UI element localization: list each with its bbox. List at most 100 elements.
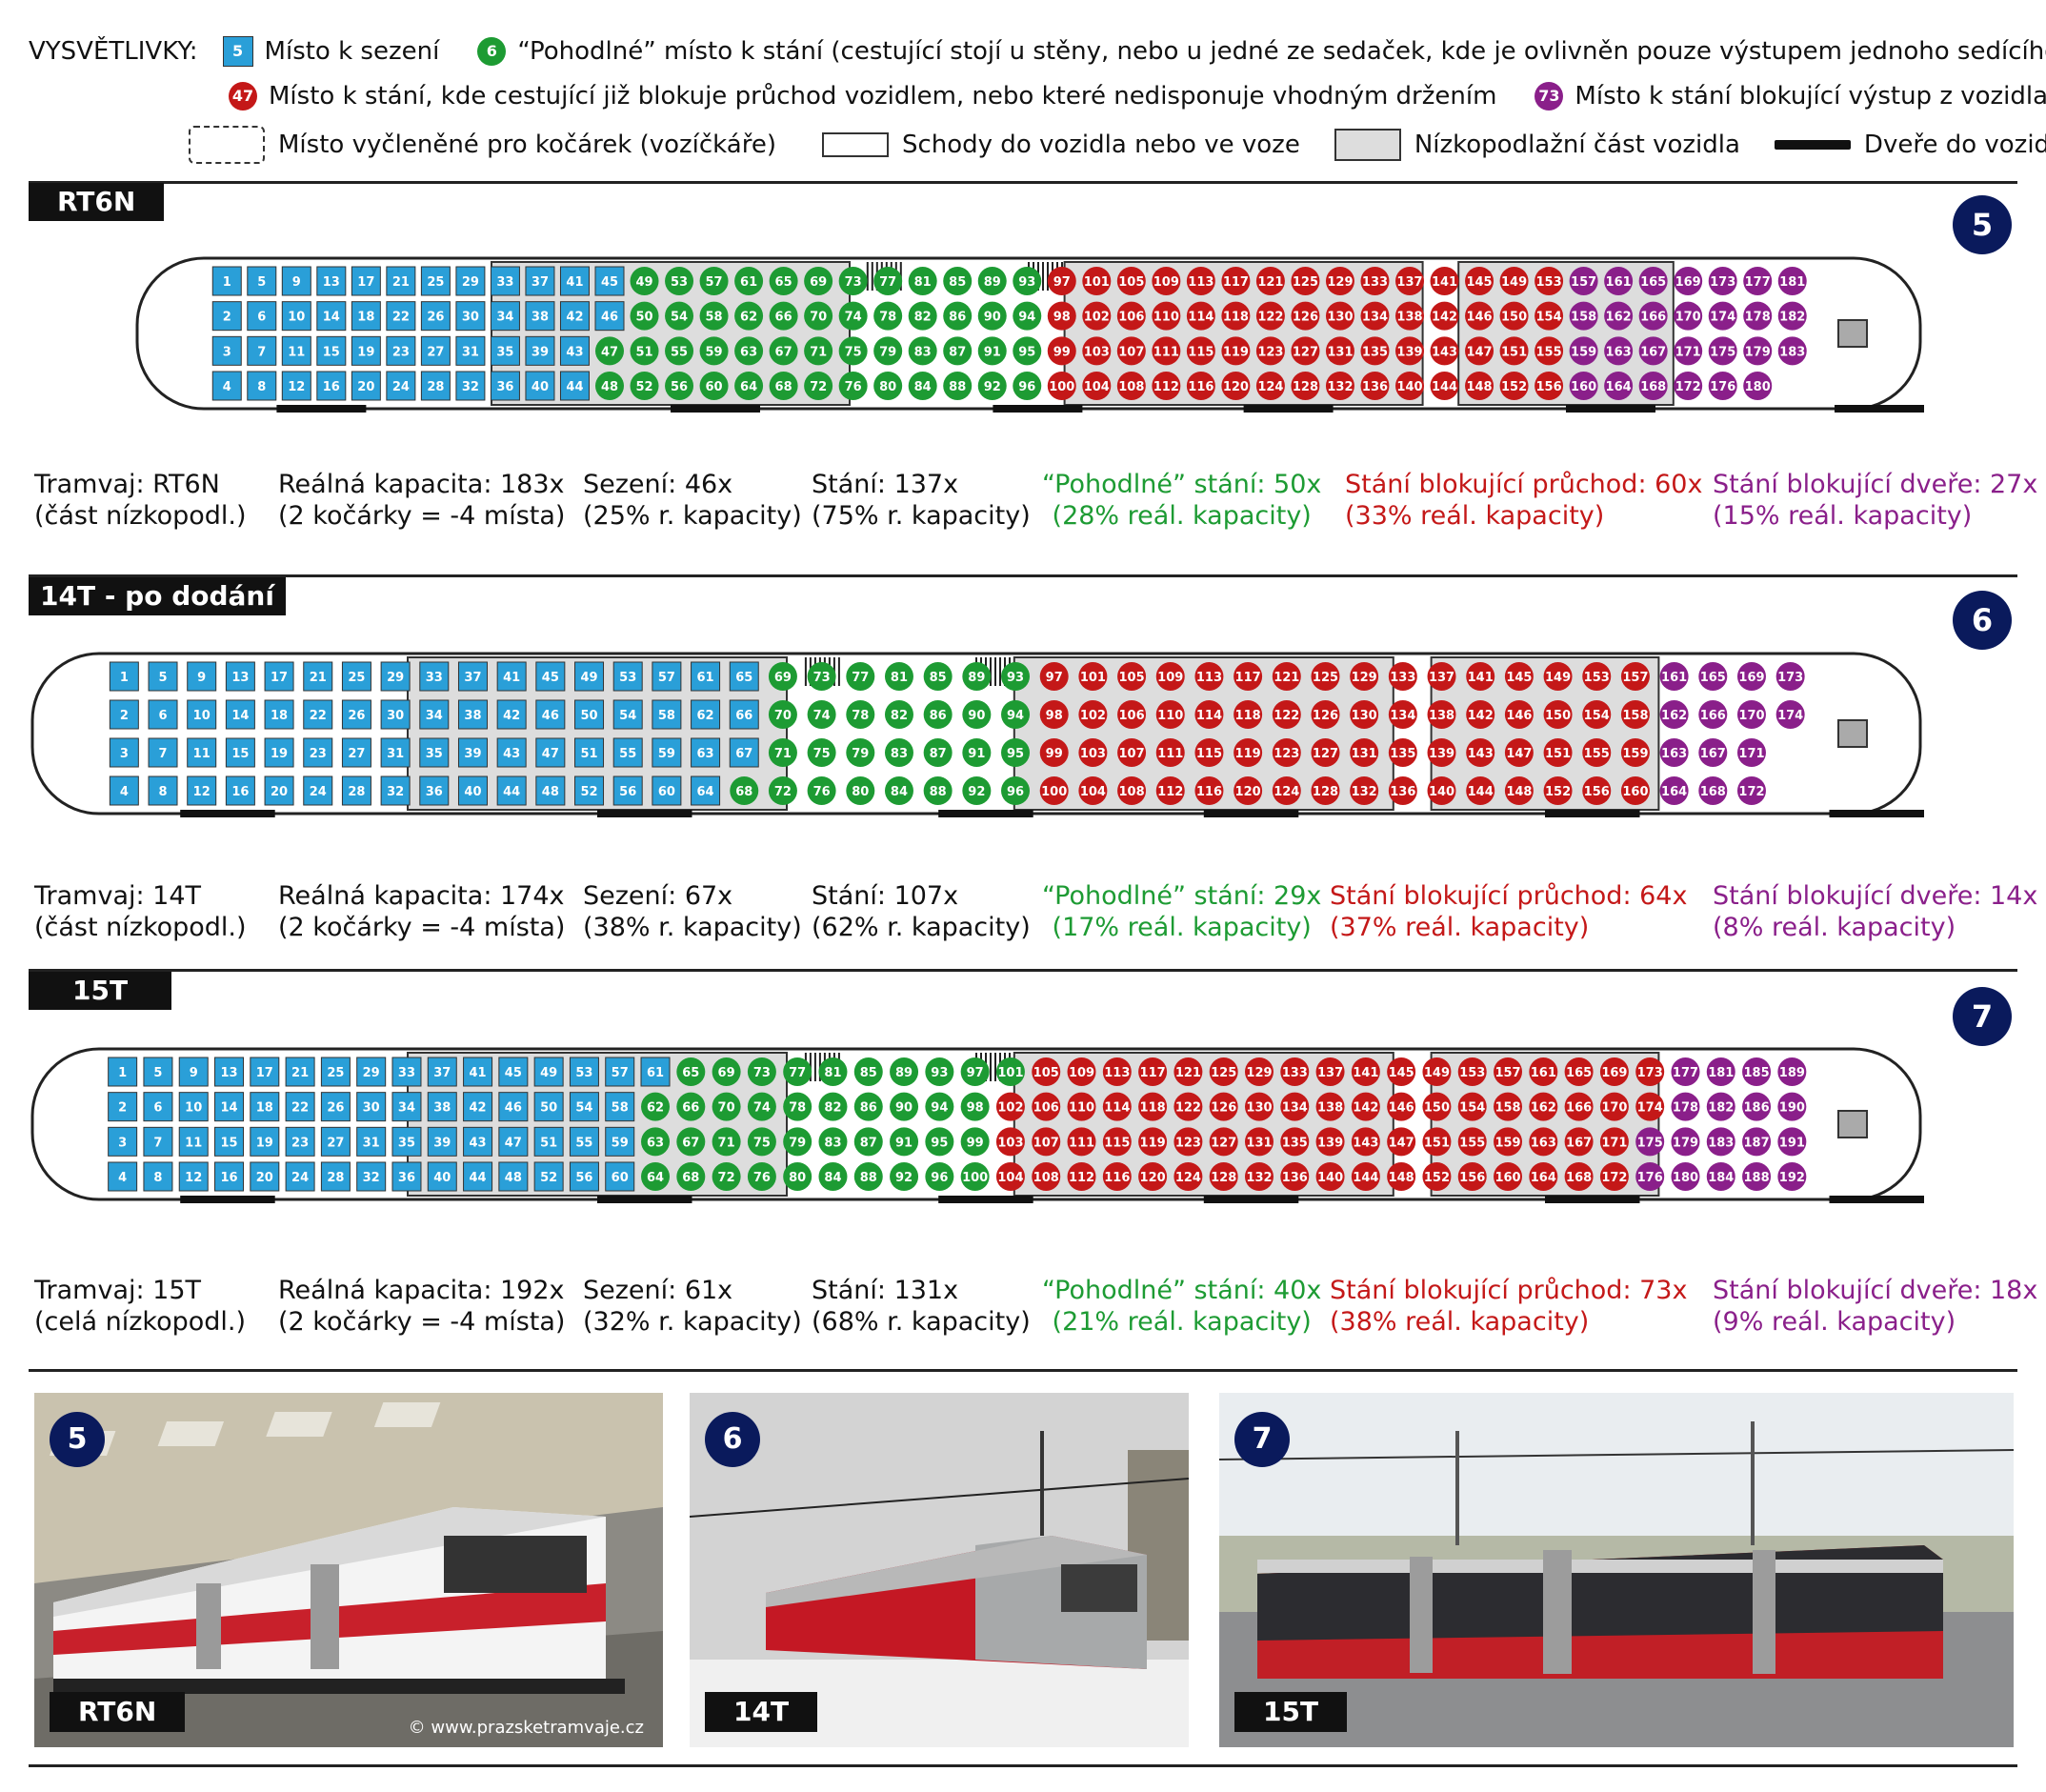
- seat: 60: [605, 1161, 635, 1192]
- svg-text:62: 62: [697, 709, 714, 723]
- seat: 15: [316, 335, 347, 366]
- svg-text:25: 25: [427, 275, 444, 290]
- standing-comfortable: 53: [665, 267, 694, 295]
- svg-text:48: 48: [601, 380, 618, 394]
- section-divider: [29, 574, 2017, 577]
- svg-text:93: 93: [1007, 671, 1024, 685]
- svg-text:95: 95: [931, 1136, 948, 1150]
- svg-text:114: 114: [1188, 311, 1214, 325]
- door: [993, 405, 1083, 413]
- seat: 13: [214, 1057, 245, 1087]
- seat: 45: [498, 1057, 529, 1087]
- seat: 41: [496, 661, 527, 692]
- standing-comfortable: 91: [962, 738, 992, 767]
- seat: 3: [109, 737, 139, 768]
- svg-text:6: 6: [158, 709, 167, 723]
- standing-comfortable: 97: [960, 1057, 990, 1086]
- svg-text:1: 1: [120, 671, 129, 685]
- svg-text:100: 100: [1041, 785, 1067, 799]
- standing-blocking-aisle: 121: [1173, 1057, 1203, 1086]
- standing-blocking-aisle: 110: [1155, 700, 1185, 729]
- svg-text:104: 104: [1084, 380, 1110, 394]
- svg-text:181: 181: [1708, 1066, 1734, 1080]
- svg-text:107: 107: [1118, 345, 1144, 359]
- standing-blocking-aisle: 167: [1564, 1127, 1594, 1157]
- standing-blocking-aisle: 110: [1152, 301, 1181, 331]
- svg-text:163: 163: [1661, 747, 1687, 761]
- standing-blocking-aisle: 165: [1564, 1057, 1594, 1086]
- legend-row-1: VYSVĚTLIVKY: 5 Místo k sezení 6 “Pohodln…: [29, 36, 2046, 67]
- svg-text:148: 148: [1389, 1171, 1414, 1185]
- standing-comfortable: 74: [747, 1092, 776, 1121]
- svg-text:9: 9: [197, 671, 206, 685]
- svg-text:112: 112: [1157, 785, 1183, 799]
- svg-text:176: 176: [1710, 380, 1735, 394]
- svg-text:45: 45: [601, 275, 618, 290]
- svg-text:118: 118: [1223, 311, 1249, 325]
- standing-blocking-door: 179: [1671, 1127, 1700, 1157]
- standing-blocking-aisle: 151: [1499, 336, 1529, 366]
- seat: 34: [391, 1092, 422, 1122]
- svg-text:144: 144: [1432, 380, 1457, 394]
- svg-text:4: 4: [223, 380, 231, 394]
- standing-comfortable: 48: [595, 372, 624, 400]
- svg-text:9: 9: [292, 275, 301, 290]
- svg-text:183: 183: [1708, 1136, 1734, 1150]
- standing-comfortable: 90: [977, 301, 1007, 331]
- seat: 26: [341, 699, 371, 730]
- svg-text:10: 10: [288, 311, 305, 325]
- svg-text:51: 51: [635, 345, 652, 359]
- svg-text:168: 168: [1640, 380, 1666, 394]
- svg-text:64: 64: [740, 380, 757, 394]
- svg-text:74: 74: [753, 1101, 771, 1116]
- standing-comfortable: 72: [804, 372, 833, 400]
- standing-comfortable: 76: [838, 372, 868, 400]
- standing-comfortable: 64: [734, 372, 764, 400]
- svg-text:102: 102: [997, 1101, 1023, 1116]
- svg-text:23: 23: [392, 345, 410, 359]
- svg-text:132: 132: [1246, 1171, 1272, 1185]
- door: [597, 810, 692, 817]
- standing-comfortable: 79: [783, 1127, 812, 1157]
- standing-comfortable: 70: [712, 1092, 741, 1121]
- seat: 17: [250, 1057, 280, 1087]
- standing-blocking-door: 162: [1659, 700, 1689, 729]
- seat: 67: [729, 737, 759, 768]
- standing-blocking-door: 170: [1736, 700, 1766, 729]
- seat: 42: [559, 301, 590, 332]
- svg-text:75: 75: [845, 345, 862, 359]
- standing-blocking-aisle: 137: [1427, 662, 1456, 691]
- seat: 20: [351, 371, 381, 401]
- seat: 7: [143, 1126, 173, 1157]
- standing-blocking-door: 165: [1638, 267, 1668, 295]
- svg-text:135: 135: [1282, 1136, 1308, 1150]
- svg-text:179: 179: [1673, 1136, 1698, 1150]
- door: [1243, 405, 1334, 413]
- standing-comfortable: 81: [884, 662, 913, 691]
- standing-blocking-aisle: 146: [1387, 1092, 1416, 1121]
- svg-text:69: 69: [810, 275, 827, 290]
- standing-comfortable: 60: [699, 372, 729, 400]
- svg-text:118: 118: [1140, 1101, 1166, 1116]
- svg-text:141: 141: [1432, 275, 1457, 290]
- svg-text:137: 137: [1396, 275, 1422, 290]
- standing-comfortable: 94: [1001, 700, 1031, 729]
- svg-text:90: 90: [968, 709, 985, 723]
- standing-comfortable: 86: [923, 700, 953, 729]
- standing-blocking-aisle: 148: [1504, 776, 1534, 805]
- standing-comfortable: 95: [1001, 738, 1031, 767]
- seat: 58: [605, 1092, 635, 1122]
- svg-text:165: 165: [1566, 1066, 1592, 1080]
- standing-comfortable: 85: [853, 1057, 883, 1086]
- standing-blocking-door: 179: [1743, 336, 1773, 366]
- svg-text:73: 73: [813, 671, 831, 685]
- seat: 37: [525, 266, 555, 296]
- svg-text:58: 58: [706, 311, 723, 325]
- svg-text:26: 26: [427, 311, 444, 325]
- svg-text:39: 39: [464, 747, 481, 761]
- svg-text:54: 54: [619, 709, 636, 723]
- svg-text:64: 64: [697, 785, 714, 799]
- svg-text:22: 22: [291, 1101, 309, 1116]
- svg-text:134: 134: [1390, 709, 1415, 723]
- svg-text:67: 67: [735, 747, 752, 761]
